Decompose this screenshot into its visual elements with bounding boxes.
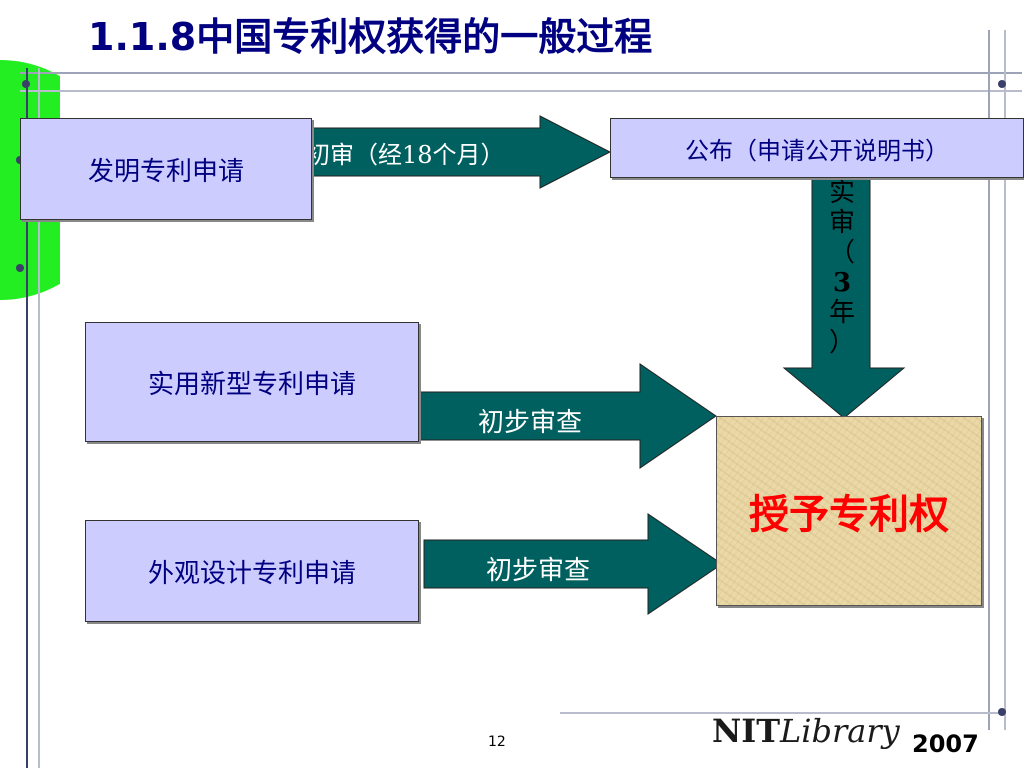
- bottom-rule: [560, 712, 1000, 714]
- box-grant-patent: 授予专利权: [716, 416, 982, 606]
- box-invention-application: 发明专利申请: [20, 118, 312, 220]
- vchar: 实: [828, 178, 855, 208]
- left-rule-second: [38, 68, 40, 768]
- box-utility-application: 实用新型专利申请: [85, 322, 419, 442]
- logo-year: 2007: [912, 730, 979, 758]
- arrow-utility-exam: [417, 363, 717, 469]
- grant-label: 授予专利权: [749, 492, 949, 538]
- box-publication: 公布（申请公开说明书）: [610, 118, 1024, 178]
- left-rule: [26, 68, 28, 768]
- arrow-label-utility-exam: 初步审查: [478, 408, 583, 438]
- page-title: 1.1.8中国专利权获得的一般过程: [88, 15, 653, 59]
- arrow-label-design-exam: 初步审查: [486, 556, 591, 586]
- arrow-label-substantive-exam: 实 审 （ 3 年 ）: [822, 178, 862, 358]
- arrow-label-prelim-exam: 初审（经18个月）: [306, 141, 505, 169]
- frame-dot: [998, 80, 1006, 88]
- vchar: 3: [832, 268, 852, 298]
- top-rule: [20, 72, 1022, 74]
- vchar: ）: [828, 328, 855, 358]
- vchar: 年: [828, 298, 855, 328]
- logo-library: Library: [780, 712, 900, 750]
- vchar: 审: [828, 208, 855, 238]
- page-number: 12: [488, 734, 506, 750]
- frame-dot: [998, 708, 1006, 716]
- nit-library-logo: NITLibrary: [712, 712, 900, 750]
- box-design-application: 外观设计专利申请: [85, 520, 419, 622]
- arrow-design-exam: [423, 513, 723, 615]
- frame-dot: [16, 264, 24, 272]
- right-rule-second: [1004, 30, 1006, 730]
- top-rule-second: [20, 90, 1022, 92]
- arrow-substantive-exam: [782, 175, 906, 419]
- vchar: （: [828, 238, 855, 268]
- arrow-prelim-exam: [303, 115, 612, 189]
- frame-dot: [22, 80, 30, 88]
- logo-nit: NIT: [712, 712, 781, 750]
- right-rule: [988, 30, 990, 730]
